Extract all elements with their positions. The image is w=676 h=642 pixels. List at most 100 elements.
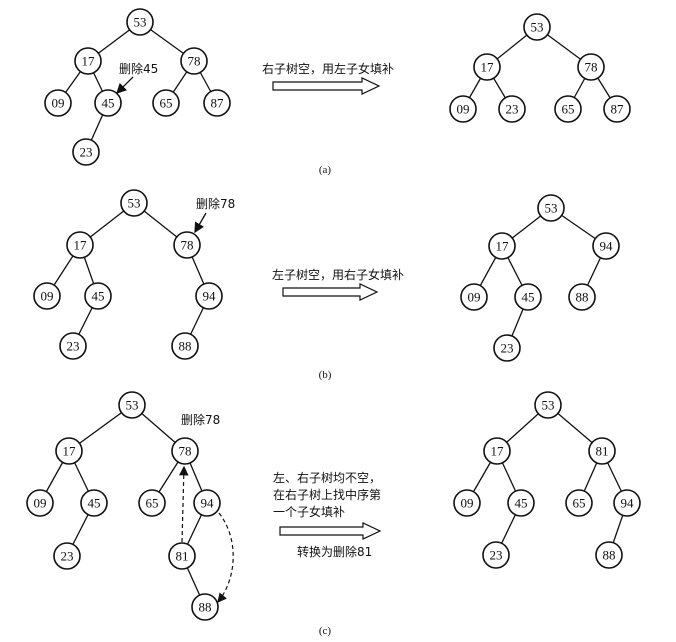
transition-label: 左、右子树均不空， (273, 470, 381, 485)
svg-text:94: 94 (201, 496, 215, 511)
tree-node: 17 (55, 437, 83, 465)
svg-text:23: 23 (501, 341, 514, 356)
svg-text:09: 09 (461, 496, 474, 511)
tree-node: 17 (473, 53, 501, 81)
tree-node: 81 (168, 542, 196, 570)
svg-text:78: 78 (181, 238, 194, 253)
svg-text:23: 23 (61, 549, 74, 564)
tree-node: 88 (171, 332, 199, 360)
tree-node: 53 (126, 8, 154, 36)
svg-text:09: 09 (52, 96, 65, 111)
svg-text:65: 65 (562, 102, 575, 117)
tree-node: 23 (482, 541, 510, 569)
tree-node: 23 (493, 334, 521, 362)
tree-node: 53 (534, 391, 562, 419)
transition-label: 左子树空，用右子女填补 (272, 267, 404, 282)
tree-node: 53 (120, 189, 148, 217)
panel-a-after-tree: 53 17 78 09 23 65 87 (449, 13, 631, 123)
tree-node: 78 (173, 231, 201, 259)
tree-node: 94 (195, 282, 223, 310)
replacement-arrow (178, 465, 189, 543)
tree-node: 88 (191, 593, 219, 621)
panel-b-before-tree: 53 17 78 09 45 94 23 88 删除78 (33, 189, 235, 360)
tree-node: 09 (449, 95, 477, 123)
tree-node: 81 (588, 437, 616, 465)
svg-text:53: 53 (134, 15, 147, 30)
svg-text:94: 94 (621, 496, 635, 511)
svg-text:17: 17 (496, 239, 510, 254)
panel-a: 53 17 78 09 45 65 87 23 删除45 右子树空，用左子女填补… (44, 8, 631, 176)
annotation-arrow (116, 76, 134, 94)
svg-text:45: 45 (102, 96, 115, 111)
svg-text:09: 09 (468, 290, 481, 305)
tree-node: 65 (554, 95, 582, 123)
svg-text:17: 17 (481, 60, 495, 75)
panel-b: 53 17 78 09 45 94 23 88 删除78 左子树空，用右子女填补… (33, 189, 620, 381)
transition-label: 一个子女填补 (273, 504, 345, 519)
tree-node: 45 (84, 282, 112, 310)
tree-node: 17 (66, 231, 94, 259)
panel-c-before-tree: 53 17 78 09 45 65 94 23 81 88 删除78 (26, 391, 234, 621)
tree-node: 09 (33, 282, 61, 310)
svg-text:78: 78 (179, 444, 192, 459)
tree-node: 45 (514, 283, 542, 311)
delete-annotation: 删除78 (196, 196, 235, 211)
svg-text:65: 65 (573, 496, 586, 511)
tree-node: 53 (118, 391, 146, 419)
svg-text:45: 45 (88, 496, 101, 511)
svg-text:87: 87 (611, 102, 625, 117)
svg-text:09: 09 (457, 102, 470, 117)
tree-node: 65 (138, 489, 166, 517)
svg-text:45: 45 (522, 290, 535, 305)
svg-text:17: 17 (491, 444, 505, 459)
transition-label: 转换为删除81 (297, 544, 372, 559)
transition-arrow (272, 77, 381, 95)
svg-text:45: 45 (515, 496, 528, 511)
svg-text:81: 81 (596, 444, 609, 459)
svg-text:45: 45 (92, 289, 105, 304)
svg-text:81: 81 (176, 549, 189, 564)
panel-a-before-tree: 53 17 78 09 45 65 87 23 删除45 (44, 8, 231, 166)
tree-node: 45 (94, 89, 122, 117)
tree-node: 53 (523, 13, 551, 41)
delete-annotation: 删除45 (119, 61, 158, 76)
tree-node: 94 (592, 232, 620, 260)
transition-label: 右子树空，用左子女填补 (262, 61, 394, 76)
transition-arrow (282, 283, 379, 301)
svg-text:78: 78 (585, 60, 598, 75)
tree-node: 78 (180, 47, 208, 75)
tree-node: 94 (613, 489, 641, 517)
svg-text:17: 17 (63, 444, 77, 459)
tree-node: 09 (460, 283, 488, 311)
svg-text:53: 53 (128, 196, 141, 211)
panel-c-after-tree: 53 17 81 09 45 65 94 23 88 (453, 391, 641, 569)
svg-text:78: 78 (188, 54, 201, 69)
tree-node: 87 (203, 89, 231, 117)
delete-annotation: 删除78 (181, 412, 220, 427)
transition-label: 在右子树上找中序第 (273, 487, 381, 502)
svg-text:53: 53 (545, 201, 558, 216)
svg-text:17: 17 (74, 238, 88, 253)
svg-text:23: 23 (506, 102, 519, 117)
tree-node: 65 (565, 489, 593, 517)
tree-node: 45 (507, 489, 535, 517)
successor-search-arrow (217, 512, 234, 603)
tree-node: 45 (80, 489, 108, 517)
svg-text:23: 23 (80, 145, 93, 160)
svg-text:65: 65 (160, 96, 173, 111)
svg-text:53: 53 (531, 20, 544, 35)
svg-text:94: 94 (203, 289, 217, 304)
tree-node: 17 (488, 232, 516, 260)
svg-text:17: 17 (82, 54, 96, 69)
svg-text:88: 88 (603, 548, 616, 563)
panel-c: 53 17 78 09 45 65 94 23 81 88 删除78 左、右子树… (26, 391, 641, 637)
svg-text:23: 23 (490, 548, 503, 563)
tree-node: 09 (44, 89, 72, 117)
annotation-arrow (194, 212, 207, 234)
tree-node: 53 (537, 194, 565, 222)
svg-text:53: 53 (542, 398, 555, 413)
tree-node: 09 (453, 489, 481, 517)
tree-node: 88 (568, 283, 596, 311)
svg-text:65: 65 (146, 496, 159, 511)
